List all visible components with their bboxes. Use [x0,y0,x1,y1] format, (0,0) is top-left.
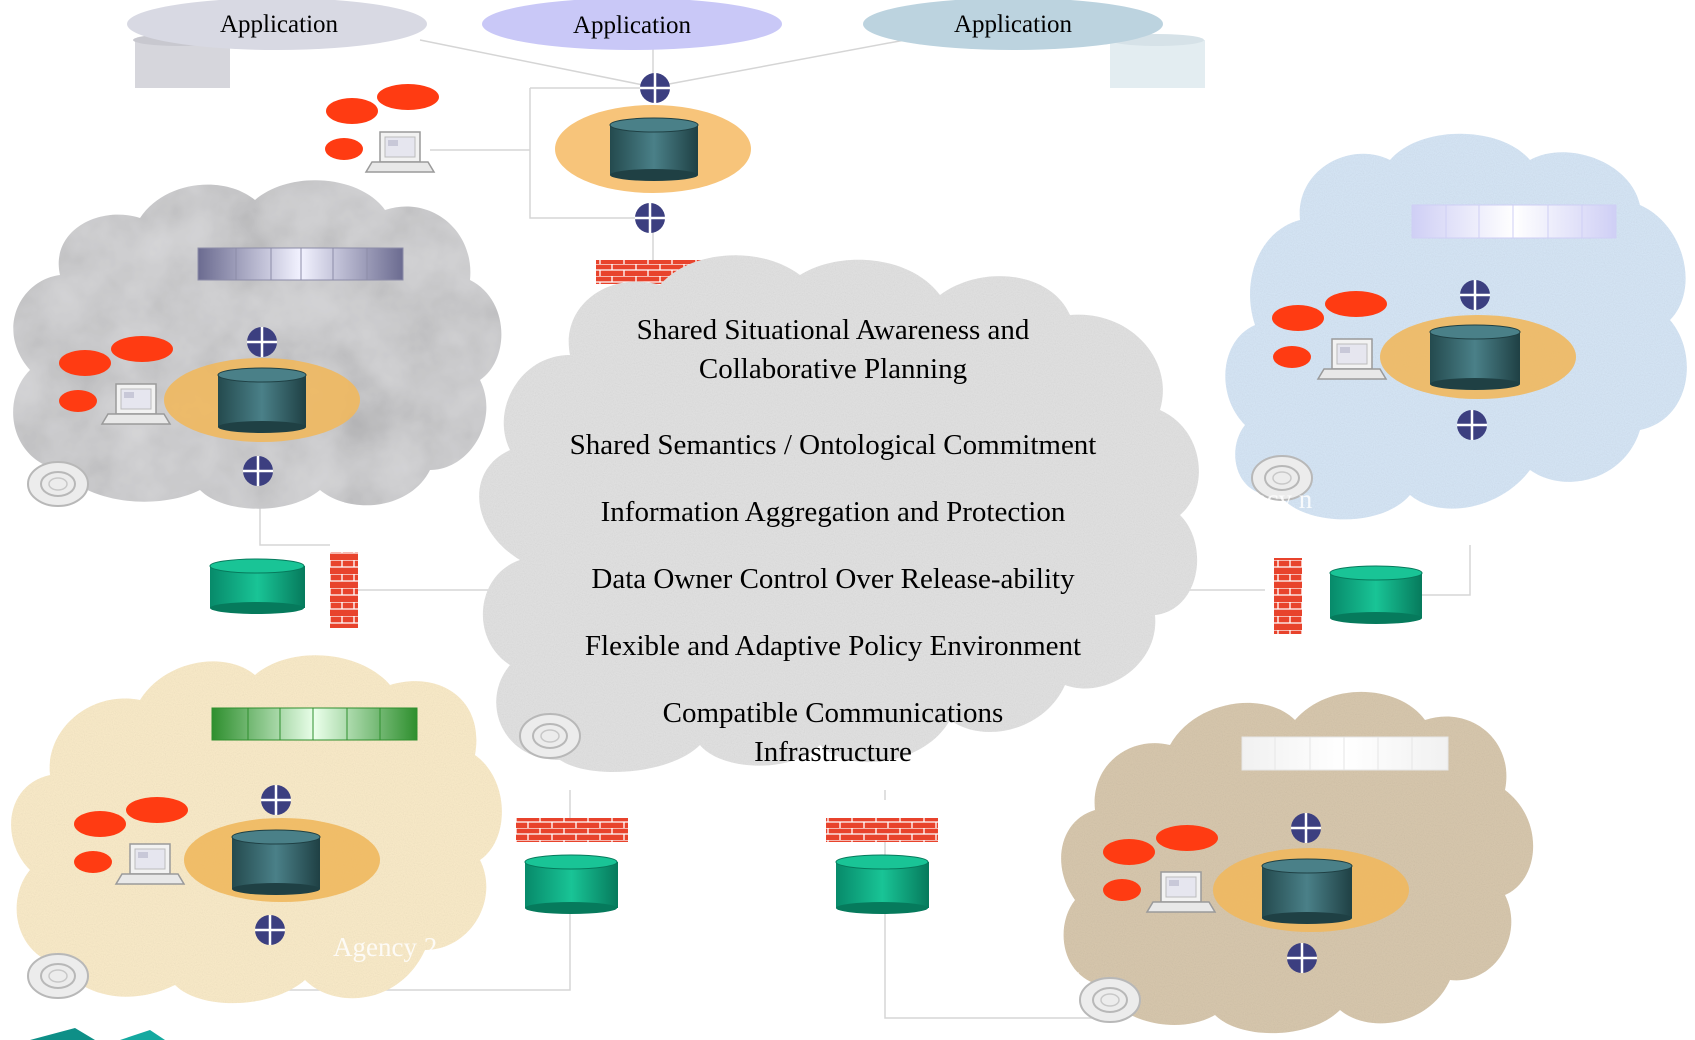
application-label: Application [954,11,1073,38]
connector-icon [245,325,279,359]
connector-icon [633,201,667,235]
connector-icon [1285,941,1319,975]
user-bubble-icon [59,390,97,412]
user-bubble-icon [1156,825,1218,851]
disk-icon [27,461,89,507]
server-rack-icon [1411,204,1617,239]
database-icon [231,829,321,895]
logo-fragment [30,1028,165,1040]
user-bubble-icon [59,350,111,376]
firewall-icon [330,552,358,628]
connector-icon [259,783,293,817]
capability-line: Shared Situational Awareness and [637,314,1030,346]
user-bubble-icon [325,138,363,160]
agency-1-gateway [209,552,358,628]
firewall-icon [516,818,628,842]
application-label: Application [573,12,692,39]
application-left[interactable]: Application [127,0,427,88]
user-bubble-icon [1103,879,1141,901]
user-bubble-icon [1325,291,1387,317]
server-rack-icon [1241,736,1449,771]
agency-2-cloud[interactable]: Agency 2 [11,655,502,1004]
disk-icon [519,713,581,759]
agency-label: Agency 2 [333,932,437,962]
user-bubble-icon [1272,305,1324,331]
user-bubble-icon [1273,346,1311,368]
application-center[interactable]: Application [482,0,782,50]
firewall-icon [826,818,938,842]
capability-line: Data Owner Control Over Release-ability [591,563,1075,595]
agency-1-cloud[interactable]: Agency 1 [13,180,502,526]
user-bubble-icon [1103,839,1155,865]
user-bubble-icon [377,84,439,110]
capability-line: Compatible Communications [663,697,1004,729]
application-right[interactable]: Application [863,0,1205,88]
connector-icon [241,454,275,488]
bottom-right-gateway [826,818,938,914]
user-bubble-icon [74,811,126,837]
user-bubble-icon [74,851,112,873]
connector-icon [638,71,672,105]
connector-icon [1455,408,1489,442]
disk-icon [27,953,89,999]
user-bubble-icon [326,98,378,124]
capability-line: Shared Semantics / Ontological Commitmen… [570,429,1097,461]
agency-tan-cloud[interactable]: Agency [995,691,1534,1034]
database-icon [1429,324,1521,390]
firewall-icon [1274,558,1302,634]
capability-line: Flexible and Adaptive Policy Environment [585,630,1081,662]
connector-icon [1458,278,1492,312]
capability-line: Collaborative Planning [699,353,967,385]
central-cloud[interactable]: Shared Situational Awareness and Collabo… [479,255,1199,772]
database-icon [1261,858,1353,924]
bottom-left-gateway [516,818,628,914]
connector-icon [1289,811,1323,845]
database-icon [1329,565,1423,624]
top-hub [325,71,751,284]
user-group [325,84,439,173]
capability-line: Infrastructure [754,736,912,768]
database-icon [609,117,699,181]
capability-line: Information Aggregation and Protection [601,496,1066,528]
agency-label: Agency [995,961,1079,991]
database-icon [209,558,305,614]
server-rack-icon [211,707,418,741]
agency-label: Agency 1 [333,496,437,526]
database-icon [835,854,929,914]
laptop-icon [365,131,435,173]
agency-label: Agency n [1208,484,1313,514]
connector-icon [253,913,287,947]
database-icon [217,367,307,433]
server-rack-icon [197,247,404,281]
user-bubble-icon [126,797,188,823]
database-icon [524,854,618,914]
disk-icon [1079,977,1141,1023]
application-label: Application [220,11,339,38]
agency-n-gateway [1274,558,1423,634]
agency-n-cloud[interactable]: Agency n [1208,133,1687,520]
user-bubble-icon [111,336,173,362]
